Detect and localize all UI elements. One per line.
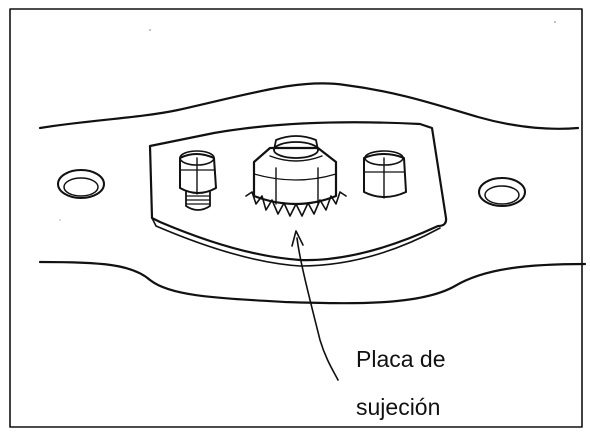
figure-frame — [9, 8, 583, 428]
flange-top-edge — [38, 82, 580, 130]
clamping-plate — [148, 121, 448, 267]
left-bolt — [179, 150, 217, 211]
callout-label-line-1: Placa de — [356, 346, 446, 372]
center-nut — [245, 135, 347, 217]
callout-label-line-2: sujeción — [356, 394, 441, 420]
right-bolt — [363, 150, 407, 199]
flange-bottom-edge — [38, 260, 587, 305]
right-mounting-hole — [478, 177, 526, 207]
callout-leader — [291, 230, 339, 381]
left-mounting-hole — [57, 169, 105, 199]
